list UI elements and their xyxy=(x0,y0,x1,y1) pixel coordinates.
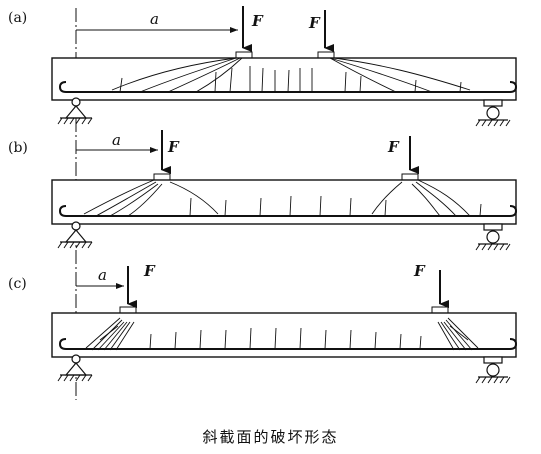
panel-b-cracks xyxy=(83,179,482,217)
panel-a-cracks xyxy=(111,57,471,93)
panel-a-label: (a) xyxy=(8,10,27,26)
panel-c-load-label-1: F xyxy=(143,262,156,280)
panel-b-rebar xyxy=(58,205,518,217)
panel-c-roller-support xyxy=(475,356,511,384)
panel-b-load-plate-1 xyxy=(153,173,171,181)
panel-c-label: (c) xyxy=(8,276,27,292)
panel-b-load-label-2: F xyxy=(387,138,400,156)
panel-a-dimension-label: a xyxy=(150,10,159,28)
panel-a-load-label-2: F xyxy=(308,14,321,32)
panel-c-rebar xyxy=(58,338,518,350)
panel-c: (c) a F F xyxy=(8,262,518,384)
panel-b-load-plate-2 xyxy=(401,173,419,181)
panel-c-load-plate-1 xyxy=(119,306,137,314)
panel-b-load-label-1: F xyxy=(167,138,180,156)
panel-b-roller-support xyxy=(475,223,511,251)
panel-a-roller-support xyxy=(475,99,511,127)
panel-c-load-label-2: F xyxy=(413,262,426,280)
panel-a-pin-support xyxy=(57,97,93,125)
panel-c-pin-support xyxy=(57,354,93,382)
panel-c-load-plate-2 xyxy=(431,306,449,314)
panel-c-cracks xyxy=(85,317,479,351)
panel-a-load-plate-1 xyxy=(235,51,253,59)
panel-a-load-label-1: F xyxy=(251,12,264,30)
panel-b-dimension-label: a xyxy=(112,131,121,149)
panel-c-dimension-label: a xyxy=(98,266,107,284)
panel-b: (b) a F F xyxy=(8,130,518,251)
panel-c-beam xyxy=(51,312,517,358)
figure-caption: 斜截面的破坏形态 xyxy=(202,428,339,446)
panel-b-pin-support xyxy=(57,221,93,249)
panel-a: (a) a F F xyxy=(8,6,518,127)
panel-b-label: (b) xyxy=(8,140,28,156)
panel-a-load-plate-2 xyxy=(317,51,335,59)
